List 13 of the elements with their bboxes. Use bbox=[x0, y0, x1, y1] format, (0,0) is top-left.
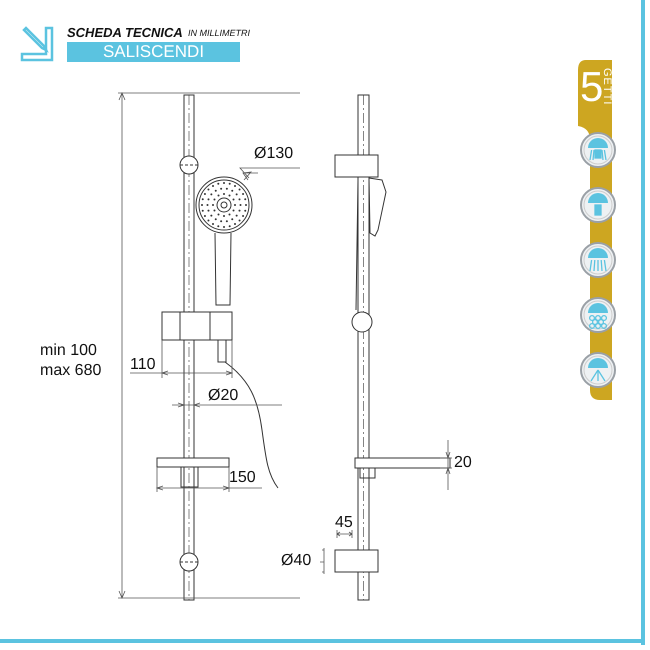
sheet-title: SCHEDA TECNICA bbox=[67, 26, 183, 39]
dimension-label: 150 bbox=[229, 470, 256, 486]
dimension-label: min 100 max 680 bbox=[40, 341, 102, 381]
dimension-label: 45 bbox=[335, 515, 353, 531]
jet-count: 5 bbox=[580, 66, 604, 108]
title-band: SALISCENDI bbox=[67, 42, 240, 62]
dimension-label: Ø40 bbox=[281, 553, 312, 569]
jet-count-caption: GETTI bbox=[601, 68, 612, 106]
dimension-label: 20 bbox=[454, 455, 472, 471]
dimension-label: Ø130 bbox=[254, 146, 294, 162]
dimension-label: Ø20 bbox=[208, 388, 238, 404]
dimension-label: 110 bbox=[130, 357, 156, 373]
unit-note: IN MILLIMETRI bbox=[188, 29, 250, 38]
